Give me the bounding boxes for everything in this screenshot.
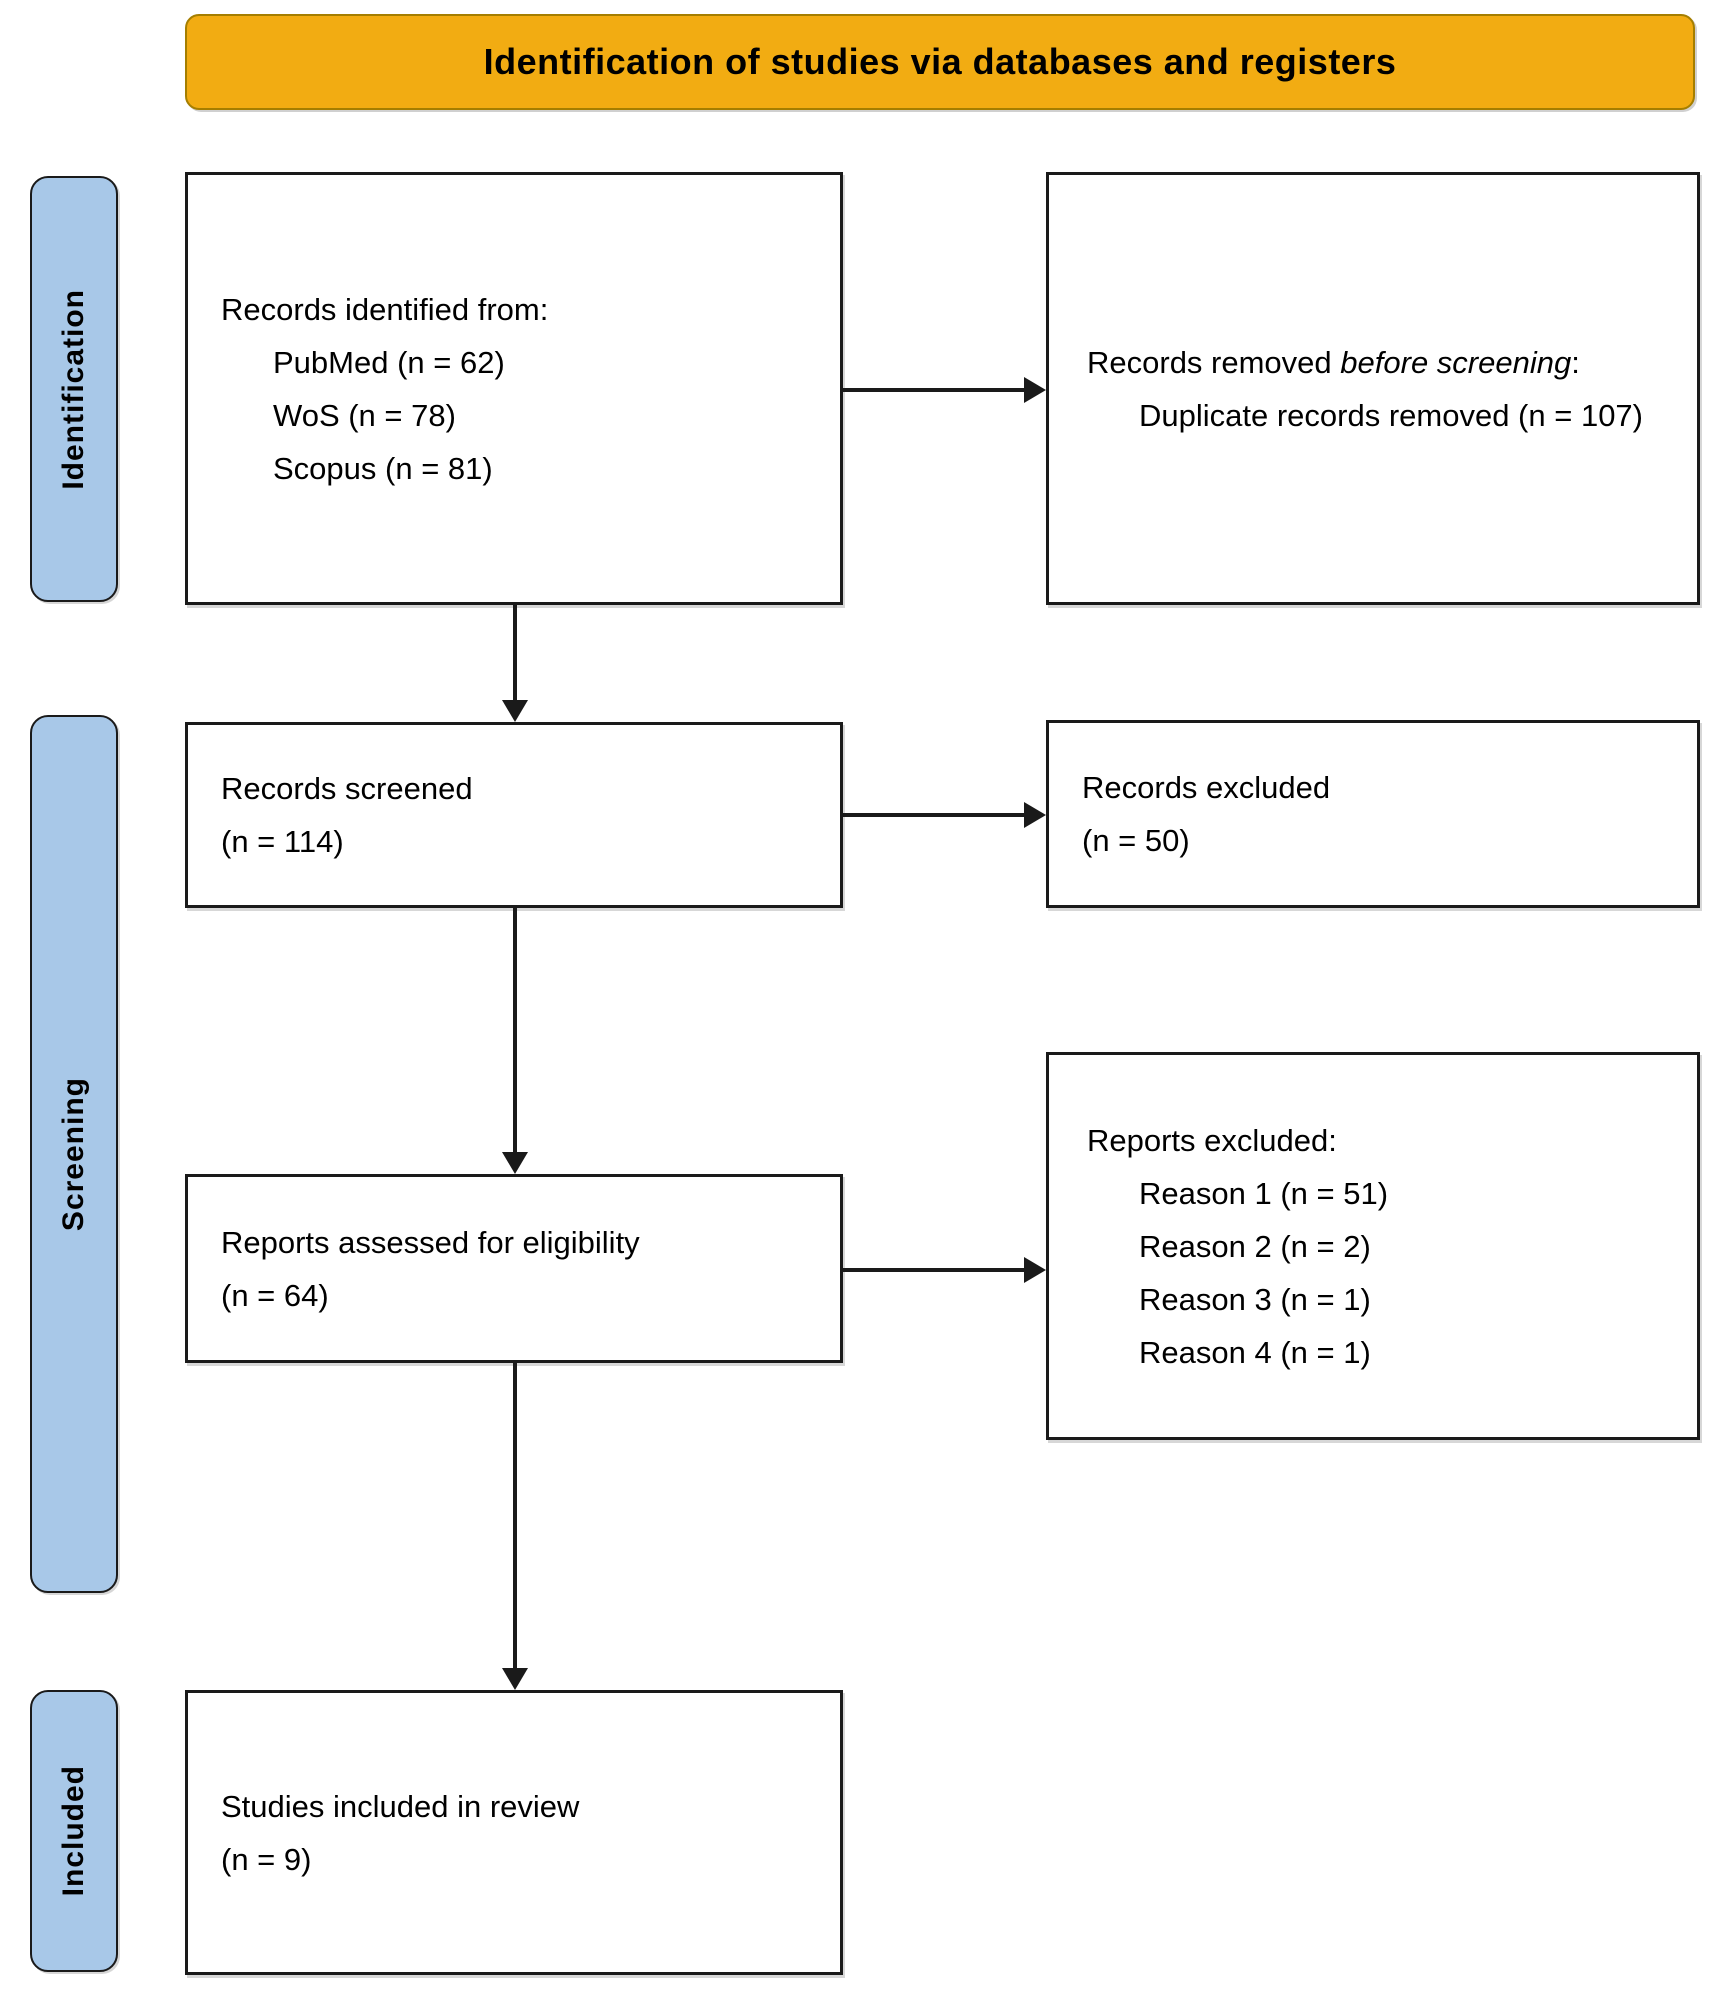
- stage-included: Included: [30, 1690, 118, 1972]
- title-banner: Identification of studies via databases …: [185, 14, 1695, 110]
- records-excluded-line1: Records excluded: [1082, 770, 1331, 805]
- reports-excluded-reason-3: Reason 3 (n = 1): [1139, 1281, 1371, 1317]
- reports-assessed-count: (n = 64): [221, 1277, 329, 1313]
- records-identified-item-pubmed: PubMed (n = 62): [273, 344, 505, 380]
- box-records-removed: Records removed before screening: Duplic…: [1046, 172, 1700, 605]
- stage-screening: Screening: [30, 715, 118, 1593]
- stage-included-label: Included: [57, 1765, 90, 1897]
- studies-included-line1: Studies included in review: [221, 1788, 580, 1824]
- records-removed-heading-italic: before screening: [1340, 344, 1572, 380]
- reports-excluded-heading: Reports excluded:: [1087, 1122, 1337, 1158]
- box-records-excluded: Records excluded (n = 50): [1046, 720, 1700, 908]
- records-removed-item-duplicates: Duplicate records removed (n = 107): [1139, 397, 1643, 433]
- records-screened-line1: Records screened: [221, 771, 473, 806]
- studies-included-count: (n = 9): [221, 1841, 312, 1877]
- stage-identification: Identification: [30, 176, 118, 602]
- records-screened-count: (n = 114): [221, 824, 344, 859]
- box-studies-included: Studies included in review (n = 9): [185, 1690, 843, 1975]
- box-reports-excluded: Reports excluded: Reason 1 (n = 51) Reas…: [1046, 1052, 1700, 1440]
- stage-screening-label: Screening: [57, 1076, 90, 1232]
- reports-assessed-line1: Reports assessed for eligibility: [221, 1224, 640, 1260]
- records-identified-heading: Records identified from:: [221, 291, 549, 327]
- box-records-screened: Records screened (n = 114): [185, 722, 843, 908]
- box-records-identified: Records identified from: PubMed (n = 62)…: [185, 172, 843, 605]
- records-identified-item-scopus: Scopus (n = 81): [273, 450, 493, 486]
- records-excluded-count: (n = 50): [1082, 823, 1190, 858]
- reports-excluded-reason-1: Reason 1 (n = 51): [1139, 1175, 1389, 1211]
- diagram-title: Identification of studies via databases …: [483, 41, 1397, 82]
- reports-excluded-reason-4: Reason 4 (n = 1): [1139, 1334, 1371, 1370]
- reports-excluded-reason-2: Reason 2 (n = 2): [1139, 1228, 1371, 1264]
- records-identified-item-wos: WoS (n = 78): [273, 397, 456, 433]
- stage-identification-label: Identification: [57, 288, 90, 490]
- box-reports-assessed: Reports assessed for eligibility (n = 64…: [185, 1174, 843, 1363]
- records-removed-heading: Records removed before screening:: [1087, 344, 1580, 380]
